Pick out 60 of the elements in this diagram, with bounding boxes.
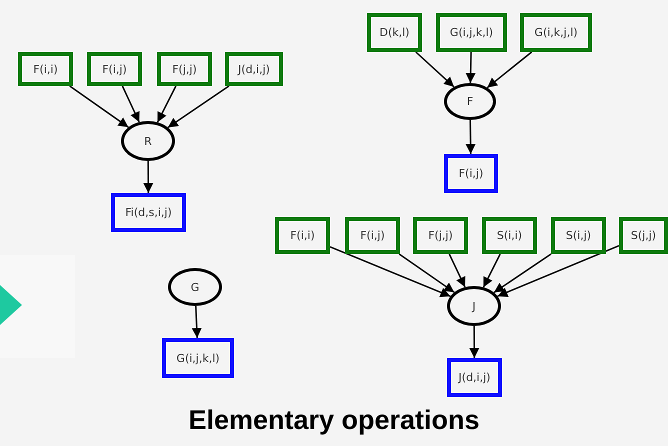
input-box (619, 217, 668, 254)
node-label: F (466, 95, 474, 108)
node-label: S(i,j) (566, 229, 592, 242)
arrow (156, 86, 177, 123)
operation-ellipse (168, 268, 222, 306)
input-box (225, 52, 283, 86)
input-box (520, 13, 592, 52)
arrow (167, 85, 230, 128)
arrow (415, 51, 455, 88)
node-label: F(j,j) (172, 62, 197, 76)
node-label: S(i,i) (496, 229, 522, 242)
output-box (162, 338, 234, 378)
node-label: G(i,k,j,l) (534, 26, 578, 39)
output-box (447, 358, 502, 397)
input-box (551, 217, 606, 254)
node-label: G (190, 280, 200, 294)
input-box (413, 217, 468, 254)
arrow (448, 254, 466, 288)
node-label: G(i,j,k,l) (176, 352, 220, 364)
node-label: J(d,i,j) (238, 62, 270, 76)
input-box (436, 13, 507, 52)
node-label: Fi(d,s,i,j) (125, 206, 172, 219)
input-box (87, 52, 142, 86)
arrow (482, 254, 501, 288)
arrow (466, 52, 476, 84)
input-box (345, 217, 400, 254)
arrow (330, 246, 451, 298)
node-label: F(i,j) (360, 229, 385, 242)
input-box (482, 217, 537, 254)
arrow (143, 161, 154, 193)
node-label: R (144, 134, 152, 148)
output-box (111, 193, 186, 232)
input-box (367, 13, 422, 52)
node-label: F(j,j) (428, 229, 453, 242)
arrow (497, 245, 620, 297)
arrow (469, 326, 480, 358)
arrow (122, 86, 140, 122)
operation-ellipse (444, 83, 496, 120)
node-label: J (472, 300, 476, 312)
node-label: S(j,j) (630, 229, 656, 242)
input-box (18, 52, 73, 86)
arrow (192, 306, 202, 338)
node-label: F(i,i) (290, 229, 315, 242)
operation-ellipse (121, 121, 175, 161)
node-label: D(k,l) (380, 26, 410, 39)
node-label: F(i,j) (102, 62, 127, 76)
node-label: G(i,j,k,l) (450, 26, 494, 39)
node-label: J(d,i,j) (458, 371, 490, 384)
arrow (69, 85, 129, 128)
arrow (486, 51, 532, 88)
input-box (157, 52, 212, 86)
arrow (398, 253, 455, 293)
node-label: F(i,i) (33, 62, 58, 76)
title: Elementary operations (187, 405, 481, 436)
node-label: F(i,j) (458, 167, 484, 180)
operation-ellipse (447, 286, 501, 326)
arrow (466, 120, 476, 154)
output-box (444, 154, 498, 193)
arrow (494, 253, 552, 294)
input-box (275, 217, 330, 254)
